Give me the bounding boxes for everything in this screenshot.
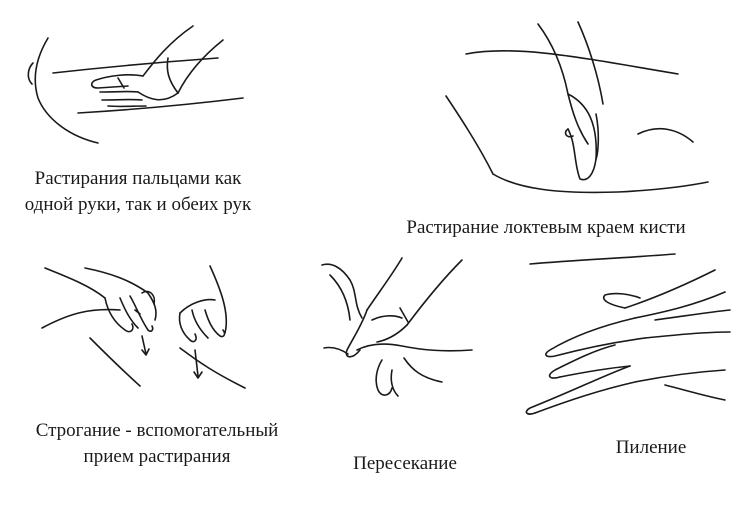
ulnar-edge-rubbing-illustration [445, 21, 709, 194]
caption-line: Растирания пальцами как [34, 168, 242, 189]
caption-line: прием растирания [83, 446, 231, 467]
crossing-illustration [321, 257, 473, 397]
figure-finger-rubbing [18, 18, 258, 148]
caption-line: Пересекание [353, 453, 457, 474]
planing-illustration [41, 265, 246, 389]
caption-line: Строгание - вспомогательный [35, 420, 279, 441]
caption-crossing: Пересекание [320, 451, 490, 477]
caption-line: Растирание локтевым краем кисти [406, 217, 686, 238]
caption-line: Пиление [615, 437, 687, 458]
figure-crossing [312, 250, 484, 412]
caption-line: одной руки, так и обеих рук [24, 194, 252, 215]
figure-planing [30, 258, 268, 398]
caption-sawing: Пиление [576, 435, 726, 461]
finger-rubbing-illustration [27, 25, 244, 144]
caption-finger-rubbing: Растирания пальцами как одной руки, так … [18, 166, 258, 218]
caption-planing: Строгание - вспомогательный прием растир… [8, 418, 306, 470]
figure-ulnar-edge-rubbing [438, 14, 718, 206]
sawing-illustration [525, 253, 731, 415]
figure-sawing [515, 250, 733, 420]
caption-ulnar-edge-rubbing: Растирание локтевым краем кисти [368, 215, 724, 241]
